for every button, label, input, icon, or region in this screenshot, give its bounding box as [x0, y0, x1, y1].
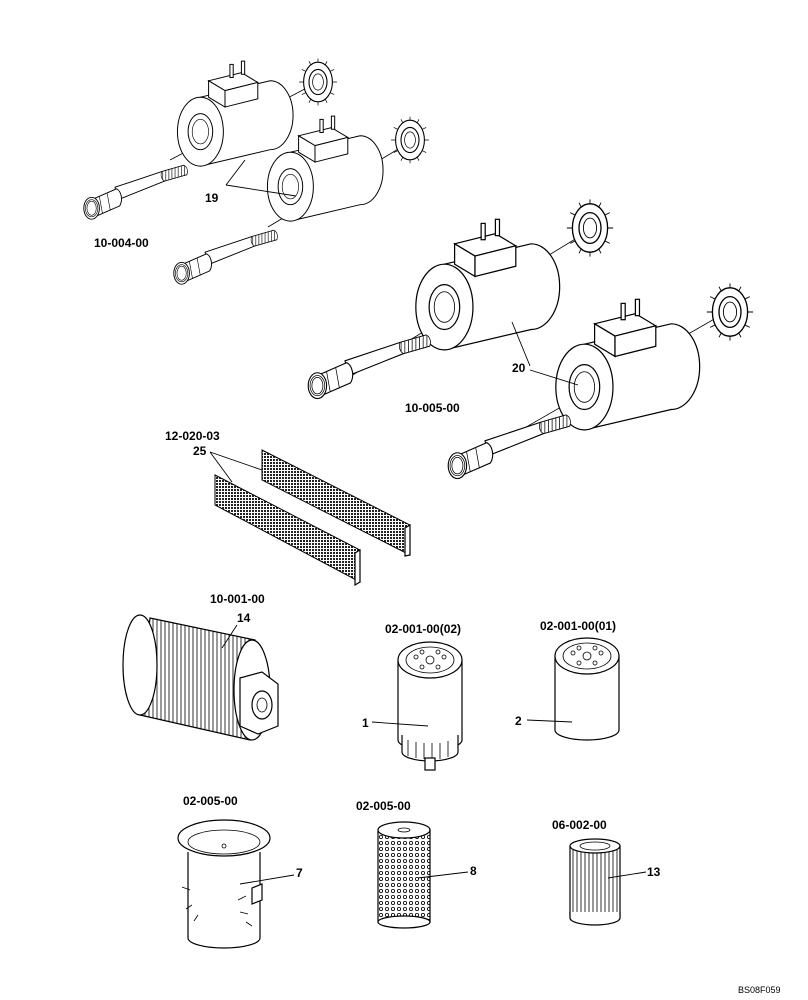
coil-assembly-19 — [83, 58, 430, 285]
leader-13 — [607, 871, 647, 879]
pleated-element-13 — [569, 838, 647, 926]
label-20: 20 — [512, 361, 526, 375]
leader-14 — [221, 624, 238, 649]
label-10-001-00: 10-001-00 — [210, 592, 265, 606]
figure-reference: BS08F059 — [738, 985, 781, 995]
label-25: 25 — [193, 444, 207, 458]
label-19: 19 — [205, 191, 219, 205]
leader-8 — [417, 871, 469, 879]
label-10-004-00: 10-004-00 — [94, 236, 149, 250]
perforated-element-8 — [377, 821, 469, 929]
leader-2 — [526, 719, 573, 723]
label-02-005-00-a: 02-005-00 — [183, 794, 238, 808]
leader-19 — [225, 159, 297, 197]
label-2: 2 — [515, 714, 522, 728]
leader-20 — [511, 321, 579, 386]
label-02-001-00-01: 02-001-00(01) — [540, 619, 616, 633]
leader-25 — [209, 451, 263, 483]
label-14: 14 — [237, 611, 251, 625]
label-8: 8 — [470, 864, 477, 878]
label-12-020-03: 12-020-03 — [165, 429, 220, 443]
label-06-002-00: 06-002-00 — [552, 818, 607, 832]
label-1: 1 — [362, 716, 369, 730]
label-02-001-00-02: 02-001-00(02) — [385, 622, 461, 636]
label-13: 13 — [647, 865, 661, 879]
label-7: 7 — [296, 866, 303, 880]
mesh-screens-25 — [209, 449, 411, 587]
coil-assembly-20 — [307, 198, 754, 480]
leader-7 — [239, 874, 295, 885]
fuel-filter-1 — [371, 641, 463, 771]
label-02-005-00-b: 02-005-00 — [356, 799, 411, 813]
spin-on-filter-2 — [526, 637, 620, 741]
tank-filter-7 — [177, 819, 295, 949]
label-10-005-00: 10-005-00 — [405, 401, 460, 415]
strainer-14 — [122, 614, 279, 741]
leader-1 — [371, 721, 429, 727]
